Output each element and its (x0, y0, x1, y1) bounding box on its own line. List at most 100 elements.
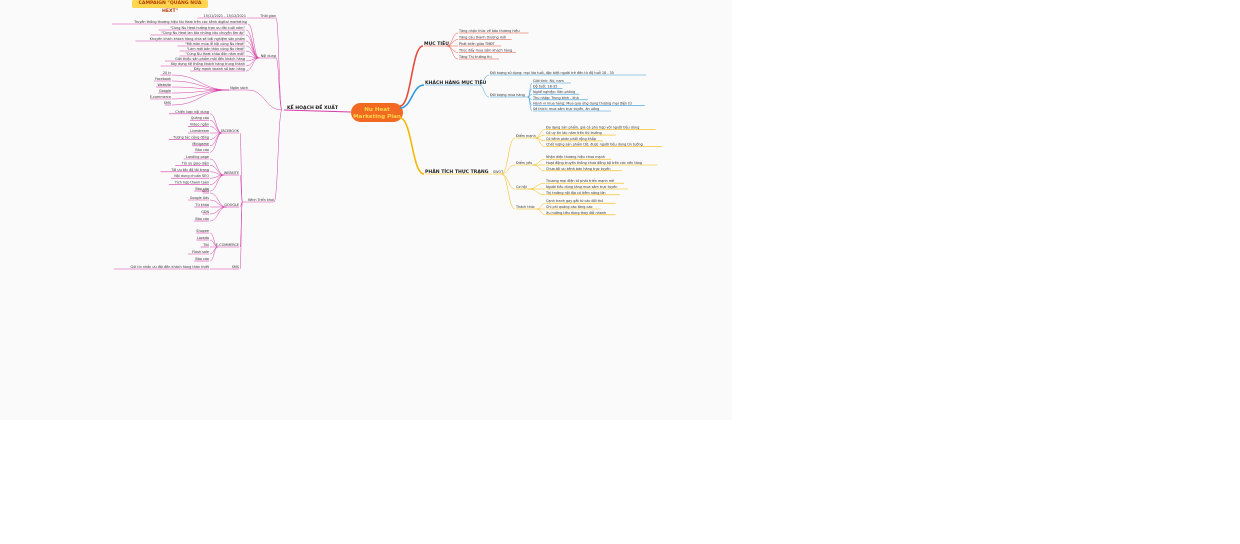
kenh-item[interactable]: Flash sale (187, 250, 209, 255)
muc-tieu-item[interactable]: Tăng Thị trường thị (458, 55, 500, 60)
kenh-item[interactable]: Lazada (196, 236, 209, 241)
kenh-sms[interactable]: SMS (232, 265, 239, 270)
noi-dung-item[interactable]: "Cùng Nu Heat chào đón năm mới" (179, 52, 246, 57)
muc-tieu-item[interactable]: Tăng nhận thức về bảo thương hiệu (458, 29, 529, 34)
swot-item[interactable]: Cạnh tranh gay gắt từ các đối thủ (546, 198, 616, 204)
noi-dung-item[interactable]: Khuyến khích khách hàng chia sẻ trải ngh… (135, 36, 246, 42)
ke-hoach-thoi-gian[interactable]: Thời gian (257, 14, 276, 19)
branch-muc-tieu[interactable]: MỤC TIÊU (424, 39, 449, 47)
ngan-sach-item[interactable]: Website (156, 83, 171, 88)
khach-hang-item[interactable]: Độ tuổi: 18-35 (533, 84, 563, 89)
khach-hang-item[interactable]: Thu nhập: Trung bình - khá (532, 96, 588, 101)
muc-tieu-item[interactable]: Thúc đẩy mua sắm khách hàng (458, 48, 516, 53)
swot-group[interactable]: Điểm mạnh (516, 133, 536, 139)
thoi-gian-item[interactable]: 15/11/2021 - 15/12/2021 (197, 14, 246, 19)
ke-hoach-kenh-trien-khai[interactable]: Kênh Triển khai (242, 197, 274, 203)
kenh-item[interactable]: Shopee (196, 229, 209, 234)
branch-khach-hang[interactable]: KHÁCH HÀNG MỤC TIÊU (425, 78, 487, 86)
khach-hang-item[interactable]: Sở thích: mua sắm trực tuyến, ăn uống (533, 106, 611, 112)
mindmap-canvas (0, 0, 732, 420)
swot-item[interactable]: Chi phí quảng cáo tăng cao (546, 205, 601, 210)
swot-group[interactable]: Thách thức (515, 205, 538, 210)
kenh-item[interactable]: Google Ads (187, 196, 209, 201)
kenh-item[interactable]: Gửi tin nhắn ưu đãi đến khách hàng thân … (114, 264, 210, 270)
kenh-google[interactable]: GOOGLE (224, 203, 239, 208)
swot-group[interactable]: Điểm yếu (516, 160, 533, 166)
kenh-facebook[interactable]: FACEBOOK (221, 129, 240, 134)
swot-item[interactable]: Thị trường nội địa có tiềm năng lớn (545, 191, 620, 196)
kenh-item[interactable]: Quảng cáo (190, 116, 209, 121)
connector (532, 164, 546, 172)
noi-dung-item[interactable]: Giới thiệu sản phẩm mới đến khách hàng (164, 56, 245, 62)
ke-hoach-ngan-sach[interactable]: Ngân sách (229, 86, 248, 91)
noi-dung-item[interactable]: Truyền thông thương hiệu Nu Heat trên cá… (112, 20, 247, 25)
swot-item[interactable]: Nhận diện thương hiệu chưa mạnh (546, 155, 612, 160)
khach-hang-item[interactable]: Nghề nghiệp: Văn phòng (533, 90, 580, 95)
ngan-sach-item[interactable]: Facebook (154, 77, 171, 82)
kenh-item[interactable]: Video ngắn (187, 122, 209, 127)
connector (532, 158, 546, 166)
kenh-item[interactable]: Báo cáo (194, 187, 209, 192)
swot-item-label: Thương mại điện tử phát triển mạnh mẽ (545, 178, 614, 183)
khach-hang-doi-tuong-su-dung[interactable]: Đối tượng sử dụng: mọi lứa tuổi, đặc biệ… (490, 70, 646, 76)
kenh-item[interactable]: Tích hợp thanh toán (168, 181, 209, 185)
khach-hang-item-label: Thu nhập: Trung bình - khá (532, 96, 579, 100)
swot-item[interactable]: Chưa tối ưu kênh bán hàng trực tuyến (546, 167, 622, 172)
kenh-item[interactable]: Tương tác cộng đồng (168, 135, 209, 140)
kenh-item[interactable]: Minigame (192, 142, 209, 147)
kenh-item[interactable]: Báo cáo (194, 217, 209, 222)
kenh-item[interactable]: Từ khóa (194, 203, 209, 208)
swot-item[interactable]: Có kênh phân phối rộng khắp (546, 136, 603, 142)
kenh-website[interactable]: WEBSITE (224, 171, 239, 176)
noi-dung-item[interactable]: "Cùng Nu Heat hưởng trọn ưu đãi cuối năm… (158, 26, 246, 31)
muc-tieu-item[interactable]: Tăng cấu thành thương mới (458, 36, 512, 40)
kenh-item[interactable]: Livestream (187, 129, 210, 134)
kenh-e-commerce[interactable]: E-COMMERCE (216, 243, 239, 248)
kenh-item[interactable]: GDN (201, 210, 209, 215)
khach-hang-item[interactable]: Giới tính: Nữ, nam (533, 79, 571, 84)
noi-dung-item[interactable]: Xây dựng hệ thống khách hàng trung thành (160, 62, 245, 67)
kenh-item[interactable]: Landing page (183, 155, 209, 160)
noi-dung-item-label: "Cùng Nu Heat lan tỏa những câu chuyện ấ… (161, 31, 245, 35)
khach-hang-item[interactable]: Hành vi mua hàng: Mua qua ứng dụng thươn… (533, 101, 645, 106)
swot-item[interactable]: Có uy tín lâu năm trên thị trường (546, 131, 616, 136)
kenh-item[interactable]: Tối ưu tốc độ tải trang (160, 168, 209, 173)
muc-tieu-item-label: Tăng cấu thành thương mới (458, 36, 506, 40)
swot-item[interactable]: Người tiêu dùng tăng mua sắm trực tuyến (546, 184, 629, 190)
swot-group[interactable]: Cơ hội (516, 185, 529, 190)
swot-item[interactable]: Thương mại điện tử phát triển mạnh mẽ (545, 178, 624, 184)
noi-dung-item[interactable]: "Làm mới bản thân cùng Nu Heat" (179, 47, 246, 52)
kenh-item[interactable]: Tối ưu giao diện (175, 161, 209, 166)
noi-dung-item[interactable]: Đẩy mạnh doanh số bán hàng (190, 66, 245, 72)
noi-dung-item-label: Khuyến khích khách hàng chia sẻ trải ngh… (150, 36, 246, 41)
branch-ke-hoach-label[interactable]: KẾ HOẠCH ĐỀ XUẤT (287, 102, 339, 111)
swot-item[interactable]: Hoạt động truyền thông chưa đồng bộ trên… (546, 161, 658, 166)
swot-node[interactable]: SWOT (493, 170, 504, 175)
ke-hoach-noi-dung[interactable]: Nội dung (259, 54, 276, 59)
connector (527, 82, 533, 98)
noi-dung-item[interactable]: "Cùng Nu Heat lan tỏa những câu chuyện ấ… (150, 31, 245, 36)
campaign-title-chip[interactable]: CAMPAIGN "QUẢNG NỬA HEXT" (132, 0, 208, 14)
muc-tieu-item-label: Tăng nhận thức về bảo thương hiệu (458, 29, 520, 33)
muc-tieu-item[interactable]: Phát triển giữa TMĐT (459, 41, 502, 47)
kenh-item[interactable]: Chiến lược nội dung (168, 110, 209, 115)
noi-dung-item-label: "Làm mới bản thân cùng Nu Heat" (187, 47, 246, 51)
swot-item[interactable]: Xu hướng tiêu dùng thay đổi nhanh (546, 210, 616, 216)
kenh-item[interactable]: Nội dung chuẩn SEO (171, 173, 209, 179)
kenh-item[interactable]: Báo cáo (194, 148, 209, 153)
ngan-sach-item[interactable]: 20 tr (160, 71, 172, 76)
ngan-sach-item[interactable]: E-commerce (150, 95, 171, 100)
kenh-item[interactable]: Tiki (200, 243, 209, 248)
swot-item[interactable]: Đa dạng sản phẩm, giá cả phù hợp với ngư… (546, 124, 656, 130)
swot-item[interactable]: Chất lượng sản phẩm tốt, được người tiêu… (546, 142, 662, 147)
branch-khach-hang-label: KHÁCH HÀNG MỤC TIÊU (425, 78, 487, 86)
kenh-item[interactable]: Báo cáo (194, 257, 209, 262)
kenh-item[interactable]: SEO (202, 189, 209, 194)
noi-dung-item[interactable]: "Mở màn mùa lễ hội cùng Nu Heat" (177, 41, 246, 47)
branch-phan-tich[interactable]: PHÂN TÍCH THỰC TRẠNG (425, 167, 489, 175)
ngan-sach-item[interactable]: SMS (164, 101, 171, 106)
connector (171, 89, 230, 106)
ngan-sach-item[interactable]: Google (158, 89, 171, 94)
khach-hang-doi-tuong-mua[interactable]: Đối tượng mua hàng (490, 93, 528, 98)
